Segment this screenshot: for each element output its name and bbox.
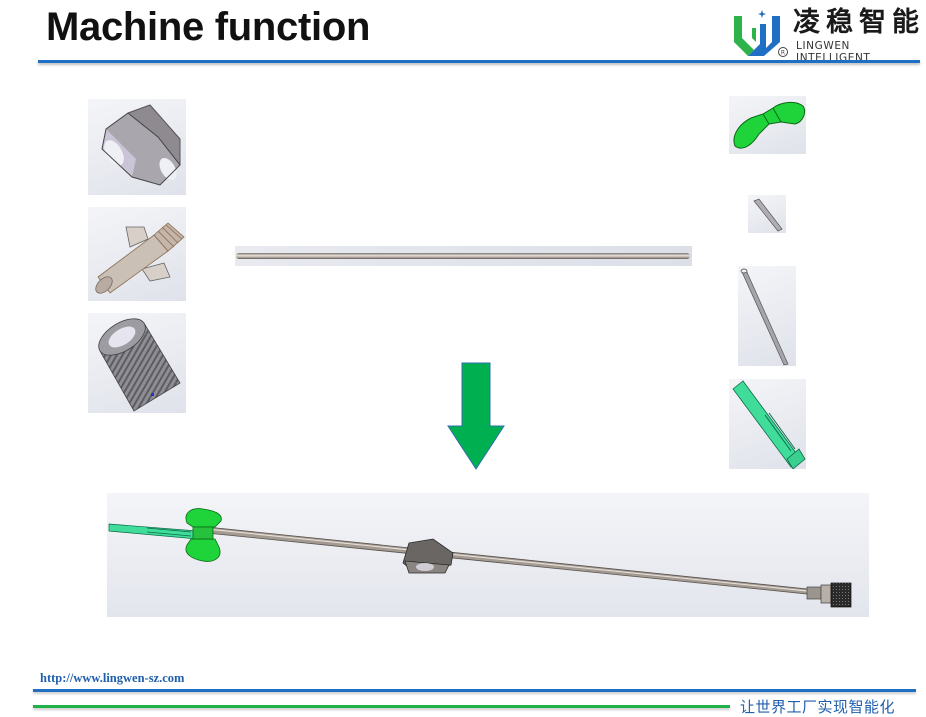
logo-chinese-name: 凌稳智能 <box>793 7 925 38</box>
sheath-tube-icon <box>732 380 806 469</box>
header-divider <box>38 60 920 63</box>
assembled-device-icon <box>108 508 852 608</box>
wing-grip-icon <box>733 101 806 149</box>
needle-tip-icon <box>753 198 783 232</box>
svg-text:R: R <box>781 50 785 57</box>
arrow-down-icon <box>447 362 505 470</box>
part-wing-grip <box>729 96 806 154</box>
part-sheath-tube <box>729 379 806 469</box>
part-needle-tip <box>748 195 786 233</box>
footer-green-divider <box>33 705 730 708</box>
part-long-rod <box>236 253 690 259</box>
footer-blue-divider <box>33 689 916 692</box>
knurled-cap-icon <box>98 318 181 412</box>
stylet-icon <box>740 268 789 366</box>
part-stylet <box>738 266 796 366</box>
part-winged-hub <box>88 207 186 301</box>
page-title: Machine function <box>46 5 371 49</box>
lingwen-logo-icon: R <box>734 10 788 57</box>
clip-housing-icon <box>101 104 181 186</box>
website-link[interactable]: http://www.lingwen-sz.com <box>40 671 185 685</box>
winged-hub-icon <box>95 222 185 294</box>
assembled-device-panel <box>107 493 869 617</box>
part-knurled-cap <box>88 313 186 413</box>
part-clip-housing <box>88 99 186 195</box>
footer-slogan: 让世界工厂实现智能化 <box>740 698 896 716</box>
